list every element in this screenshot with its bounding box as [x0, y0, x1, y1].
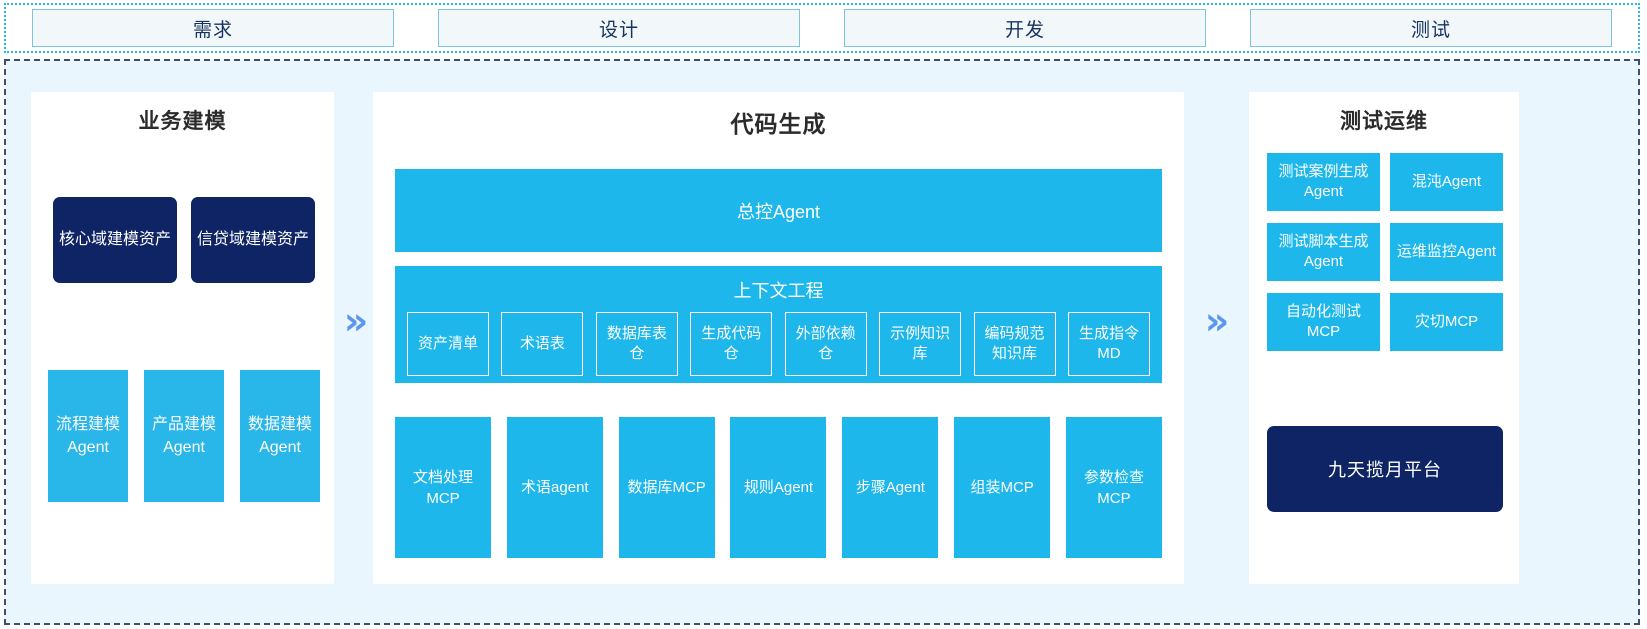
- context-engineering-block: 上下文工程 资产清单 术语表 数据库表仓 生成代码仓 外部依赖仓 示例知识库 编…: [395, 266, 1162, 383]
- ops-test-case-generation-agent[interactable]: 测试案例生成Agent: [1267, 153, 1380, 211]
- panel-code-generation: 代码生成 总控Agent 上下文工程 资产清单 术语表 数据库表仓 生成代码仓 …: [373, 92, 1184, 584]
- test-ops-grid: 测试案例生成Agent 混沌Agent 测试脚本生成Agent 运维监控Agen…: [1267, 153, 1503, 351]
- modeling-agent-row: 流程建模Agent 产品建模Agent 数据建模Agent: [48, 370, 320, 502]
- context-chip-asset-list[interactable]: 资产清单: [407, 312, 489, 376]
- agent-process-modeling[interactable]: 流程建模Agent: [48, 370, 128, 502]
- context-chip-coding-standard-knowledge-base[interactable]: 编码规范知识库: [973, 312, 1056, 376]
- agent-product-modeling[interactable]: 产品建模Agent: [144, 370, 224, 502]
- stage-label: 测试: [1410, 19, 1451, 41]
- asset-credit-domain[interactable]: 信贷域建模资产: [191, 197, 315, 283]
- tool-database-mcp[interactable]: 数据库MCP: [618, 417, 715, 558]
- ops-monitoring-agent[interactable]: 运维监控Agent: [1390, 223, 1503, 281]
- tool-document-processing-mcp[interactable]: 文档处理MCP: [395, 417, 491, 558]
- master-control-agent[interactable]: 总控Agent: [395, 169, 1162, 252]
- stage-item-testing[interactable]: 测试: [1250, 9, 1612, 47]
- context-chip-external-dependency-repo[interactable]: 外部依赖仓: [784, 312, 867, 376]
- context-chip-generated-code-repo[interactable]: 生成代码仓: [690, 312, 773, 376]
- panel-test-ops: 测试运维 测试案例生成Agent 混沌Agent 测试脚本生成Agent 运维监…: [1249, 92, 1519, 584]
- tool-step-agent[interactable]: 步骤Agent: [842, 417, 939, 558]
- master-control-agent-label: 总控Agent: [736, 201, 821, 222]
- ops-test-script-generation-agent[interactable]: 测试脚本生成Agent: [1267, 223, 1380, 281]
- stage-item-development[interactable]: 开发: [844, 9, 1206, 47]
- context-engineering-title: 上下文工程: [733, 281, 824, 301]
- context-chip-db-table-repo[interactable]: 数据库表仓: [595, 312, 678, 376]
- context-chip-glossary[interactable]: 术语表: [501, 312, 584, 376]
- chevron-right-icon: »: [1204, 299, 1230, 343]
- platform-badge[interactable]: 九天揽月平台: [1267, 426, 1503, 512]
- panel-title-test-ops: 测试运维: [1340, 110, 1428, 133]
- stage-bar: 需求 设计 开发 测试: [4, 3, 1640, 53]
- stage-item-requirements[interactable]: 需求: [32, 9, 394, 47]
- context-chip-example-knowledge-base[interactable]: 示例知识库: [879, 312, 962, 376]
- context-chip-row: 资产清单 术语表 数据库表仓 生成代码仓 外部依赖仓 示例知识库 编码规范知识库…: [395, 312, 1162, 376]
- agent-data-modeling[interactable]: 数据建模Agent: [240, 370, 320, 502]
- panel-title-code-generation: 代码生成: [730, 111, 827, 137]
- tool-assembly-mcp[interactable]: 组装MCP: [954, 417, 1051, 558]
- chevron-right-icon: »: [343, 299, 369, 343]
- panel-title-business-modeling: 业务建模: [138, 110, 227, 133]
- stage-label: 需求: [192, 19, 233, 41]
- tool-row: 文档处理MCP 术语agent 数据库MCP 规则Agent 步骤Agent 组…: [395, 417, 1162, 558]
- tool-parameter-check-mcp[interactable]: 参数检查MCP: [1065, 417, 1162, 558]
- tool-rule-agent[interactable]: 规则Agent: [730, 417, 827, 558]
- asset-core-domain[interactable]: 核心域建模资产: [53, 197, 177, 283]
- ops-disaster-switch-mcp[interactable]: 灾切MCP: [1390, 293, 1503, 351]
- ops-automated-test-mcp[interactable]: 自动化测试MCP: [1267, 293, 1380, 351]
- stage-label: 开发: [1004, 19, 1045, 41]
- panel-business-modeling: 业务建模 核心域建模资产 信贷域建模资产 流程建模Agent 产品建模Agent…: [31, 92, 334, 584]
- body-frame: 业务建模 核心域建模资产 信贷域建模资产 流程建模Agent 产品建模Agent…: [4, 59, 1640, 625]
- tool-glossary-agent[interactable]: 术语agent: [506, 417, 603, 558]
- stage-item-design[interactable]: 设计: [438, 9, 800, 47]
- ops-chaos-agent[interactable]: 混沌Agent: [1390, 153, 1503, 211]
- business-asset-row: 核心域建模资产 信贷域建模资产: [53, 197, 315, 283]
- context-chip-generation-instruction-md[interactable]: 生成指令MD: [1067, 312, 1150, 376]
- stage-label: 设计: [598, 19, 639, 41]
